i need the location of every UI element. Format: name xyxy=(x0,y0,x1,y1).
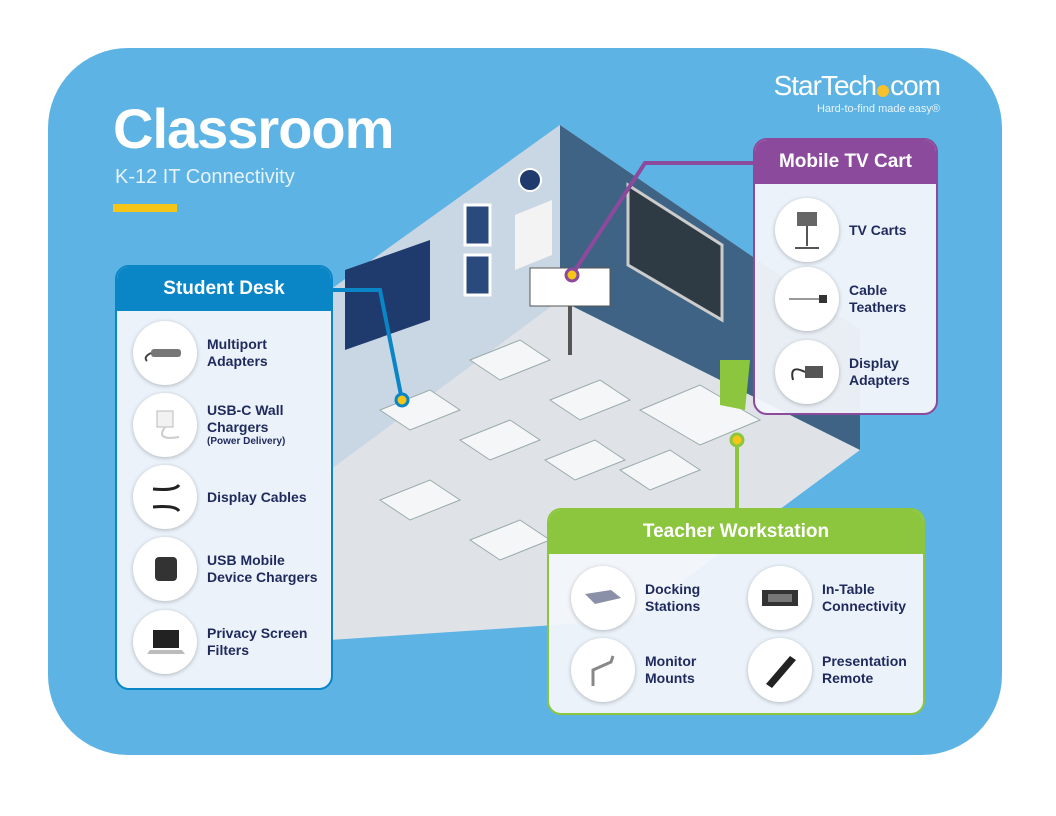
hdmi-cable-icon xyxy=(133,465,197,529)
chalkboard xyxy=(626,182,724,323)
world-map xyxy=(345,240,430,350)
presentation-remote-icon xyxy=(748,638,812,702)
tv-cart-icon xyxy=(775,198,839,262)
wall-charger-icon xyxy=(133,393,197,457)
wall-clock xyxy=(518,168,542,192)
list-item[interactable]: Multiport Adapters xyxy=(133,321,322,385)
privacy-filter-icon xyxy=(133,610,197,674)
teacher-workstation-title: Teacher Workstation xyxy=(549,510,923,554)
list-item[interactable]: TV Carts xyxy=(775,198,907,262)
usb-charger-icon xyxy=(133,537,197,601)
list-item[interactable]: Presentation Remote xyxy=(748,638,914,702)
list-item[interactable]: Privacy Screen Filters xyxy=(133,610,322,674)
in-table-icon xyxy=(748,566,812,630)
list-item[interactable]: In-Table Connectivity xyxy=(748,566,914,630)
mobile-tv-cart-panel: Mobile TV Cart TV Carts Cable Teathers D… xyxy=(753,138,938,415)
student-desk-title: Student Desk xyxy=(117,267,331,311)
list-item[interactable]: Monitor Mounts xyxy=(571,638,737,702)
list-item[interactable]: Display Cables xyxy=(133,465,307,529)
teacher-chair xyxy=(720,360,750,410)
picture-frame xyxy=(463,203,492,247)
left-wall xyxy=(330,125,560,470)
list-item[interactable]: USB-C Wall Chargers(Power Delivery) xyxy=(133,393,322,457)
list-item[interactable]: USB Mobile Device Chargers xyxy=(133,537,322,601)
display-adapter-icon xyxy=(775,340,839,404)
docking-station-icon xyxy=(571,566,635,630)
pin-board xyxy=(515,200,552,270)
list-item[interactable]: Cable Teathers xyxy=(775,267,936,331)
picture-frame xyxy=(463,253,492,297)
page-title: Classroom xyxy=(113,97,394,160)
accent-bar xyxy=(113,204,177,212)
multiport-adapter-icon xyxy=(133,321,197,385)
page-subtitle: K-12 IT Connectivity xyxy=(115,166,295,188)
teacher-workstation-panel: Teacher Workstation Docking Stations In-… xyxy=(547,508,925,715)
cable-tether-icon xyxy=(775,267,839,331)
mobile-tv-cart-title: Mobile TV Cart xyxy=(755,140,936,184)
tv-connector-line xyxy=(570,161,753,277)
student-desk-panel: Student Desk Multiport Adapters USB-C Wa… xyxy=(115,265,333,690)
monitor-mount-icon xyxy=(571,638,635,702)
list-item[interactable]: Docking Stations xyxy=(571,566,737,630)
student-connector-line xyxy=(333,288,404,401)
list-item[interactable]: Display Adapters xyxy=(775,340,936,404)
logo-tagline: Hard-to-find made easy® xyxy=(816,103,940,115)
